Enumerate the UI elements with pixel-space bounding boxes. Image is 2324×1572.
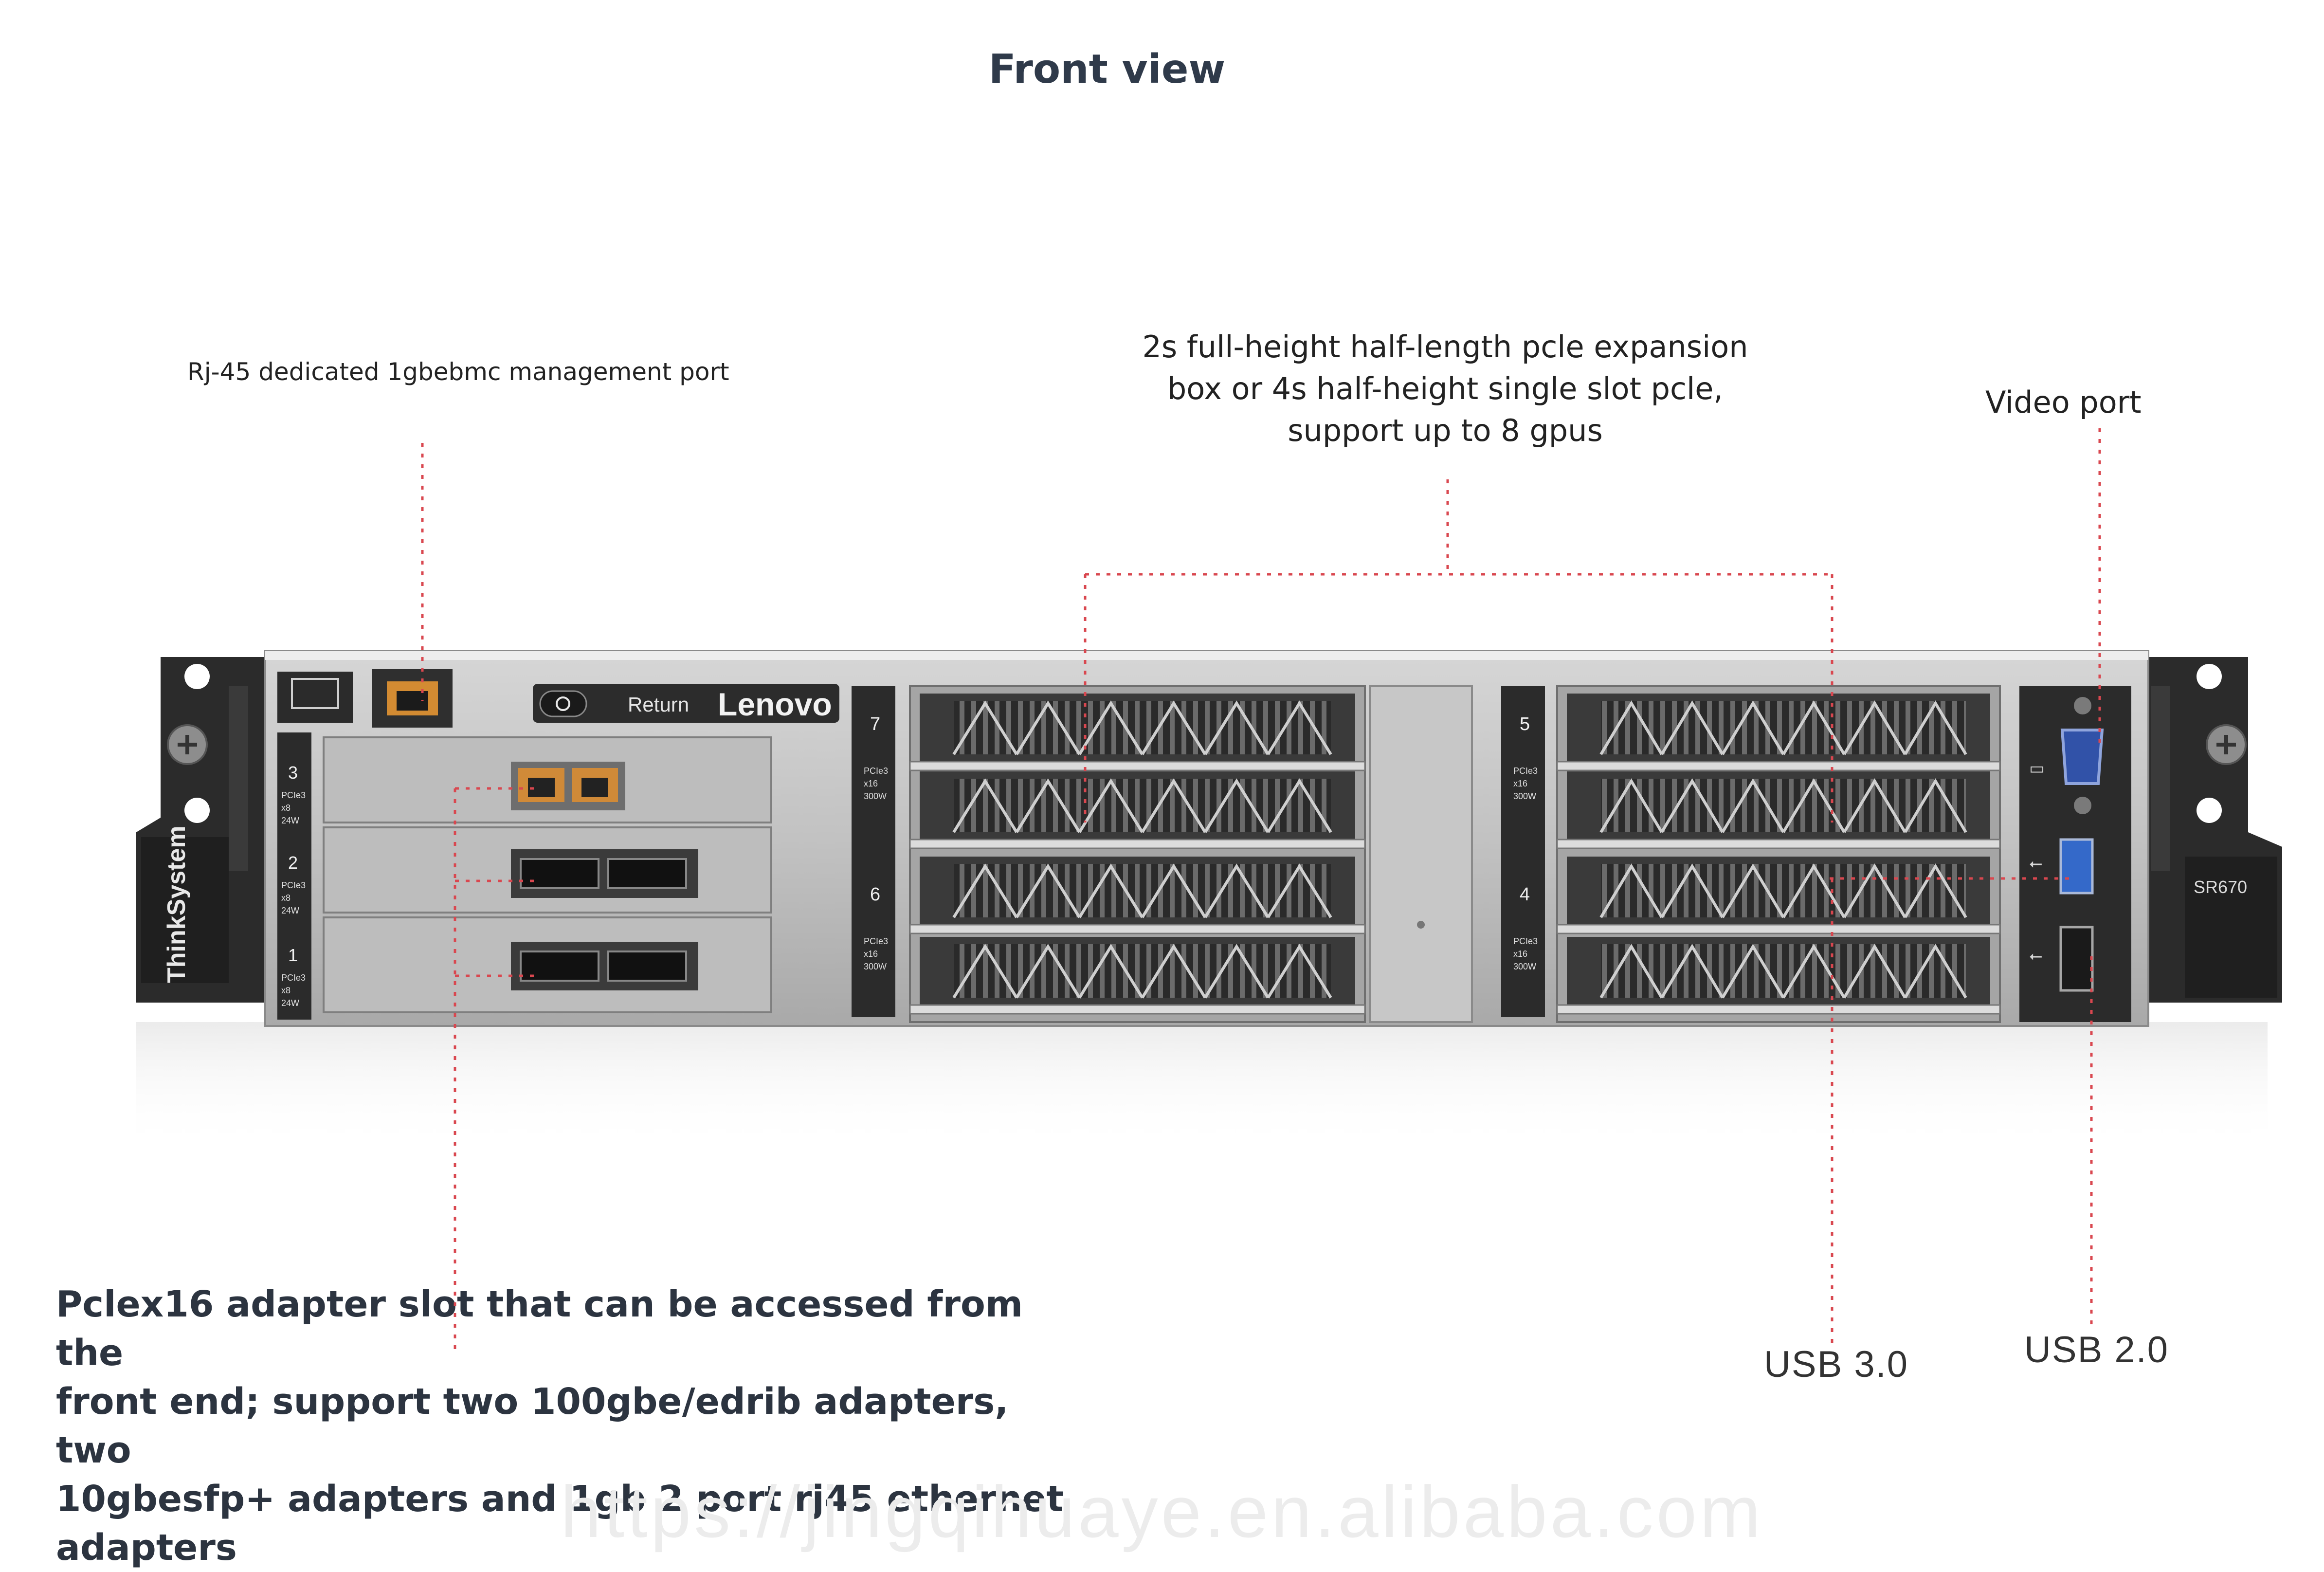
slot-spec: x16 (1513, 779, 1527, 788)
gpu-bay-row (1556, 694, 2001, 771)
slot-spec: x16 (864, 949, 878, 959)
pclex16-slot-label: Pclex16 adapter slot that can be accesse… (56, 1280, 1078, 1572)
slot-number: 4 (1520, 884, 1530, 905)
slot-spec: x8 (281, 803, 290, 813)
power-icon (556, 696, 570, 711)
slot-spec: 300W (1513, 791, 1536, 801)
left-slot-label-column (277, 732, 311, 1020)
slot-spec: PCIe3 (1513, 936, 1538, 946)
right-rack-ear: SR670 (2131, 657, 2282, 1003)
power-button[interactable] (539, 690, 587, 717)
slot-number: 3 (288, 763, 298, 783)
slot-spec: PCIe3 (281, 973, 306, 983)
pclex16-slot-label-line: 10gbesfp+ adapters and 1gb 2 port rj45 e… (56, 1478, 1064, 1520)
left-ear-brand: ThinkSystem (163, 825, 191, 983)
watermark: https://jingqihuaye.en.alibaba.com (560, 1471, 1764, 1553)
usb2-port[interactable] (2059, 926, 2094, 992)
vga-icon: ▭ (2029, 759, 2045, 778)
slot-spec: 300W (1513, 962, 1536, 971)
gpu-bay-row (909, 771, 1366, 849)
rj45-port-label: Rj-45 dedicated 1gbebmc management port (187, 358, 729, 386)
gpu-bay-row (1556, 937, 2001, 1015)
slot-spec: PCIe3 (281, 880, 306, 890)
gpu-bay-row (1556, 857, 2001, 934)
pclex16-slot-label-line: front end; support two 100gbe/edrib adap… (56, 1381, 1009, 1471)
vga-screw-bottom (2074, 797, 2091, 814)
slot-spec: x8 (281, 986, 290, 995)
usb3-port[interactable] (2059, 838, 2094, 895)
id-led-panel (277, 672, 353, 723)
slot-spec: 24W (281, 816, 299, 825)
left-rack-ear: ThinkSystem (136, 657, 268, 1003)
gpu-bay-row (1556, 771, 2001, 849)
pclex16-leader-line (454, 787, 535, 1353)
usb2-label: USB 2.0 (2024, 1329, 2169, 1371)
pclex16-slot-label-line: Pclex16 adapter slot that can be accesse… (56, 1283, 1023, 1374)
slot-number: 7 (870, 714, 880, 734)
slot-spec: 300W (864, 791, 887, 801)
pcie-expansion-label-line: 2s full-height half-length pcle expansio… (1142, 329, 1748, 365)
usb3-leader-line (1830, 877, 2075, 1348)
usb-icon: ⭠ (2029, 947, 2042, 965)
control-bar (533, 684, 839, 723)
slot-number: 6 (870, 884, 880, 905)
vga-video-port[interactable] (2060, 729, 2104, 785)
slot-spec: x8 (281, 893, 290, 903)
usb3-label: USB 3.0 (1764, 1344, 1909, 1385)
brand-logo: Lenovo (718, 686, 832, 722)
gpu-bay-row (909, 937, 1366, 1015)
slot-spec: PCIe3 (281, 790, 306, 800)
usb-ss-icon: ⭠ (2029, 854, 2042, 873)
leader-lines (421, 428, 2101, 1353)
gpu-slot-label-column-left (852, 686, 895, 1017)
slot-spec: PCIe3 (1513, 766, 1538, 776)
slot-spec: PCIe3 (864, 936, 888, 946)
gpu-bay-row (909, 857, 1366, 934)
page-title: Front view (988, 46, 1226, 92)
center-filler-panel (1369, 685, 1473, 1023)
slot-spec: x16 (864, 779, 878, 788)
slot-number: 1 (288, 945, 298, 965)
slot-spec: 300W (864, 962, 887, 971)
slot-number: 2 (288, 853, 298, 873)
slot-spec: 24W (281, 998, 299, 1008)
return-label: Return (628, 693, 689, 716)
slot-spec: 24W (281, 906, 299, 915)
slot-number: 5 (1520, 714, 1530, 734)
pcie-expansion-label-line: box or 4s half-height single slot pcle, (1167, 371, 1724, 406)
video-port-label: Video port (1985, 384, 2142, 420)
pcie-expansion-label: 2s full-height half-length pcle expansio… (1046, 326, 1844, 452)
gpu-slot-label-column-right (1501, 686, 1545, 1017)
slot-spec: PCIe3 (864, 766, 888, 776)
model-label: SR670 (2194, 877, 2247, 897)
gpu-bay-row (909, 694, 1366, 771)
vga-screw-top (2074, 697, 2091, 714)
slot-spec: x16 (1513, 949, 1527, 959)
pcie-expansion-label-line: support up to 8 gpus (1288, 413, 1603, 448)
